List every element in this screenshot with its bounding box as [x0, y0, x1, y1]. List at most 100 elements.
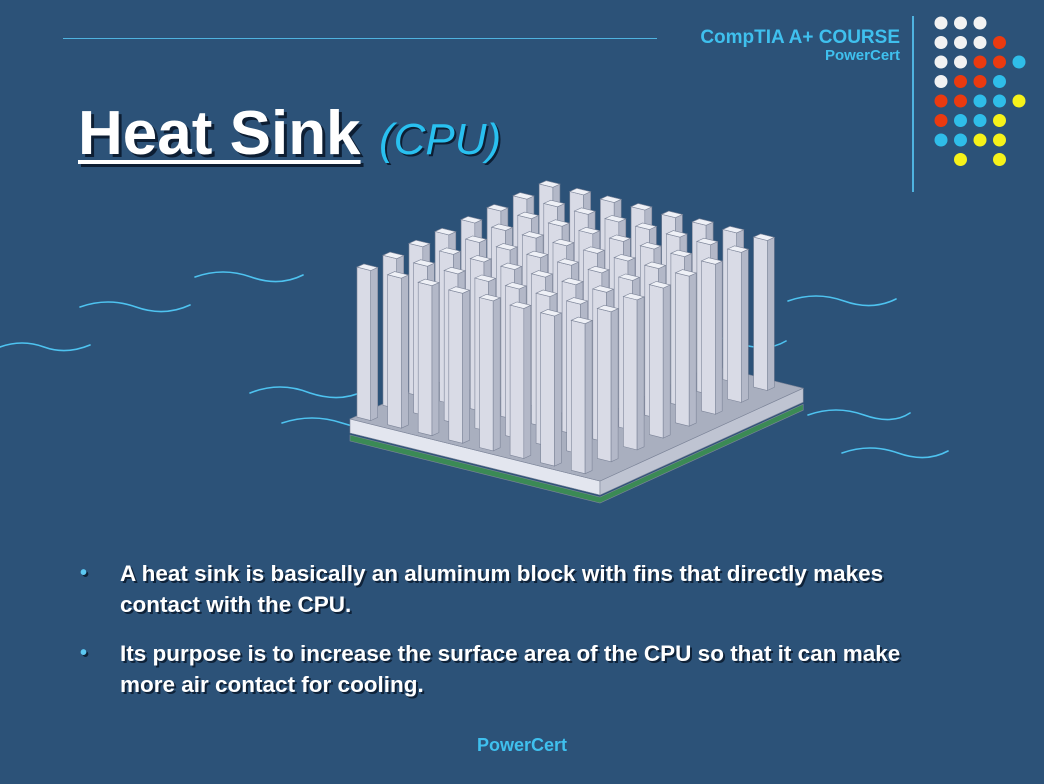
fin-top [587, 265, 610, 274]
fin-top [630, 203, 653, 211]
fin-top [582, 246, 606, 254]
fin-front [623, 296, 638, 451]
fin-top [382, 251, 405, 260]
fin-front [701, 260, 716, 415]
fin-front [540, 312, 555, 467]
fin-top [521, 231, 545, 239]
fin-top [570, 316, 594, 325]
fin-front [753, 236, 768, 391]
fin-top [648, 281, 672, 289]
fin-side [766, 236, 775, 391]
decorative-dot [993, 94, 1006, 108]
fin-top [608, 234, 632, 242]
fin-top [547, 219, 571, 227]
bullet-list: • A heat sink is basically an aluminum b… [80, 558, 960, 718]
bullet-item: • A heat sink is basically an aluminum b… [80, 558, 960, 620]
fin-top [617, 273, 641, 281]
fin-side [714, 260, 723, 415]
fin-top [469, 255, 492, 263]
fin-top [721, 225, 745, 234]
fin-front [479, 297, 494, 452]
fin-top [447, 286, 471, 294]
decorative-dot [954, 36, 967, 49]
fin-top [700, 257, 724, 265]
fin-top [596, 304, 620, 313]
fin-top [674, 269, 698, 277]
fin-top [499, 262, 523, 270]
fin-front [675, 272, 690, 427]
fin-top [535, 289, 558, 297]
fin-top [639, 242, 662, 250]
fin-front [448, 289, 463, 444]
decorative-dot [954, 114, 967, 127]
fin-top [561, 277, 584, 286]
decorative-dot [1012, 55, 1026, 69]
decorative-dot [934, 36, 948, 49]
decorative-dot [993, 75, 1006, 88]
fin-top [752, 233, 776, 241]
course-header: CompTIA A+ COURSE PowerCert [700, 28, 900, 64]
fin-top [552, 238, 575, 247]
bullet-text: A heat sink is basically an aluminum blo… [120, 561, 884, 617]
bullet-marker: • [80, 642, 88, 664]
fin-side [400, 274, 409, 429]
decorative-dot-grid [934, 16, 1026, 166]
decorative-dot [973, 114, 987, 127]
fin-top [613, 254, 636, 262]
fin-top [356, 263, 379, 271]
decorative-dot [973, 75, 987, 88]
fin-front [727, 248, 742, 403]
fin-top [509, 301, 532, 309]
footer-brand: PowerCert [476, 735, 568, 755]
decorative-dot [954, 153, 967, 166]
thermal-pad [349, 403, 804, 504]
fin-top [460, 216, 483, 224]
fin-top [622, 292, 646, 301]
decorative-dot [934, 55, 948, 69]
fin-top [438, 247, 462, 255]
fin-front [509, 304, 525, 459]
fin-top [665, 230, 688, 238]
fin-side [740, 248, 749, 403]
fin-side [688, 272, 697, 427]
decorative-dot [973, 36, 987, 49]
fin-top [669, 249, 693, 258]
title-main: Heat Sink [78, 99, 361, 168]
fin-top [634, 222, 658, 230]
fin-top [486, 204, 509, 212]
fin-side [610, 308, 619, 463]
fin-top [691, 218, 715, 226]
fin-front [570, 319, 586, 475]
fin-front [387, 274, 402, 429]
decorative-dot [993, 153, 1006, 166]
decorative-dot [934, 133, 948, 147]
slide-title: Heat Sink (CPU) [78, 98, 501, 169]
decorative-dot [934, 94, 948, 108]
fin-top [464, 235, 488, 243]
fin-top [495, 243, 518, 251]
decorative-dot [954, 75, 967, 88]
fin-side [662, 284, 671, 439]
header-rule [63, 38, 657, 39]
decorative-dot [993, 55, 1006, 69]
fin-top [412, 259, 436, 267]
bullet-item: • Its purpose is to increase the surface… [80, 638, 960, 700]
decorative-dot [954, 133, 967, 147]
bullet-marker: • [80, 562, 88, 584]
fin-top [539, 309, 563, 317]
bullet-text: Its purpose is to increase the surface a… [120, 641, 901, 697]
fin-top [542, 199, 566, 208]
fin-top [538, 180, 561, 188]
fin-side [554, 312, 562, 467]
decorative-dot [1012, 94, 1026, 108]
fin-side [431, 282, 440, 437]
fin-side [462, 289, 470, 444]
fin-top [516, 211, 540, 220]
fin-front [597, 308, 612, 463]
fin-top [604, 215, 627, 223]
decorative-dot [993, 36, 1006, 49]
fin-side [584, 320, 593, 475]
decorative-dot [954, 55, 967, 69]
fin-top [578, 226, 601, 235]
fin-front [356, 266, 372, 421]
